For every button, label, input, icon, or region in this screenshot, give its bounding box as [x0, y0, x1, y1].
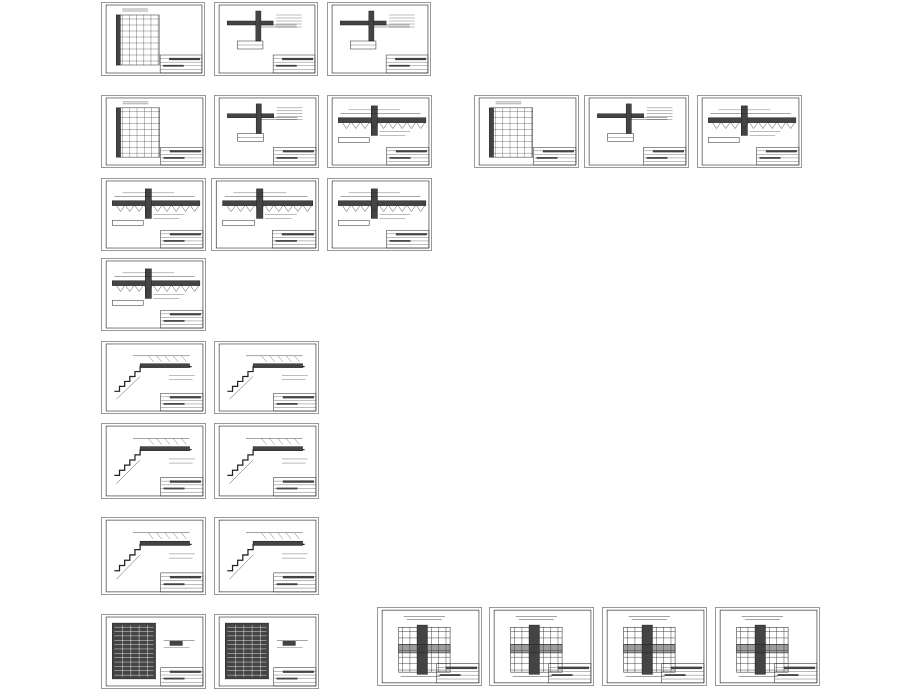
sheet-drawing [218, 343, 317, 412]
sheet-drawing [218, 425, 317, 497]
drawing-sheet-section[interactable] [214, 2, 318, 76]
sheet-drawing [105, 180, 204, 249]
sheet-drawing [105, 616, 204, 687]
sheet-drawing [606, 609, 705, 684]
drawing-sheet-section[interactable] [214, 95, 319, 168]
drawing-sheet-table[interactable] [101, 614, 206, 689]
sheet-drawing [218, 97, 317, 166]
drawing-sheet-grid[interactable] [602, 607, 707, 686]
drawing-sheet-stair[interactable] [101, 423, 206, 499]
drawing-sheet-stair[interactable] [214, 423, 319, 499]
sheet-drawing [331, 180, 430, 249]
drawing-sheet-slab[interactable] [101, 258, 206, 331]
sheet-drawing [701, 97, 800, 166]
drawing-sheet-slab[interactable] [101, 178, 206, 251]
sheet-drawing [105, 343, 204, 412]
sheet-drawing [478, 97, 577, 166]
sheet-drawing [218, 616, 317, 687]
drawing-sheet-grid[interactable] [715, 607, 820, 686]
sheet-drawing [588, 97, 687, 166]
sheet-drawing [719, 609, 818, 684]
drawing-sheet-elevation[interactable] [101, 2, 205, 76]
drawing-sheet-slab[interactable] [697, 95, 802, 168]
sheet-drawing [105, 425, 204, 497]
drawing-sheet-section[interactable] [327, 2, 431, 76]
sheet-drawing [105, 260, 204, 329]
drawing-sheet-slab[interactable] [211, 178, 319, 251]
sheet-drawing [218, 519, 317, 593]
sheet-drawing [218, 4, 316, 74]
drawing-sheet-stair[interactable] [214, 517, 319, 595]
drawing-sheet-section[interactable] [584, 95, 689, 168]
drawing-sheet-grid[interactable] [489, 607, 594, 686]
sheet-drawing [215, 180, 317, 249]
sheet-drawing [105, 4, 203, 74]
sheet-drawing [381, 609, 480, 684]
drawing-sheet-stair[interactable] [101, 341, 206, 414]
sheet-drawing [105, 519, 204, 593]
drawing-sheet-stair[interactable] [101, 517, 206, 595]
sheet-drawing [331, 97, 430, 166]
sheet-drawing [493, 609, 592, 684]
drawing-sheet-table[interactable] [214, 614, 319, 689]
drawing-sheet-slab[interactable] [327, 95, 432, 168]
drawing-sheet-slab[interactable] [327, 178, 432, 251]
drawing-sheet-grid[interactable] [377, 607, 482, 686]
drawing-sheet-stair[interactable] [214, 341, 319, 414]
sheet-drawing [105, 97, 204, 166]
drawing-sheet-elevation[interactable] [474, 95, 579, 168]
sheet-drawing [331, 4, 429, 74]
drawing-sheet-elevation[interactable] [101, 95, 206, 168]
